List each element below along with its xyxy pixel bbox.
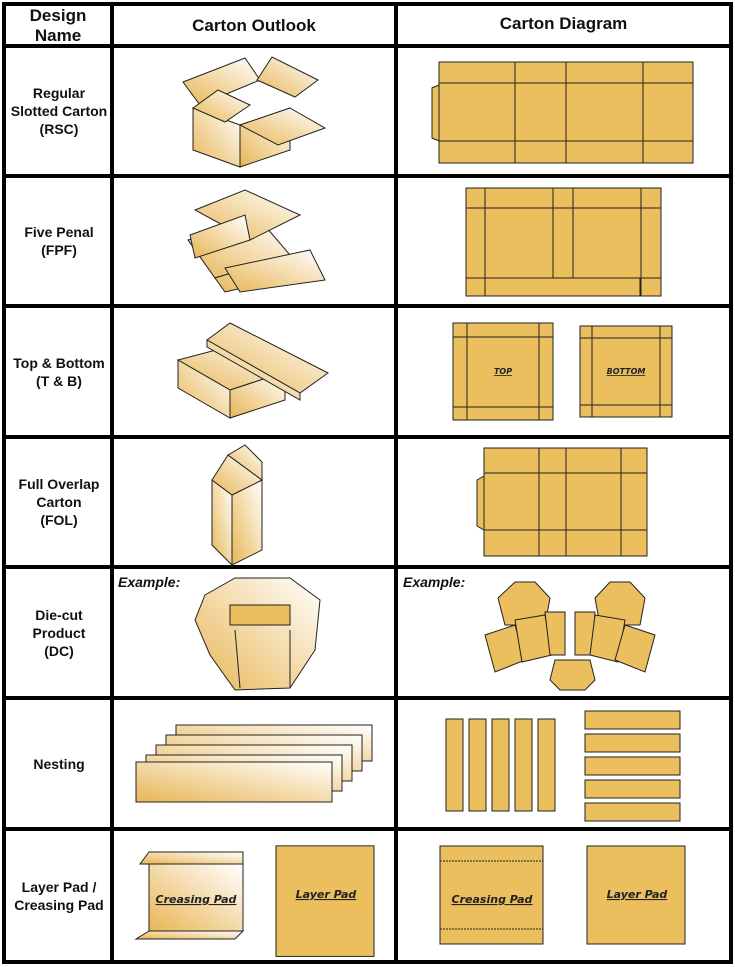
table-border <box>2 2 732 6</box>
row-divider <box>2 435 732 439</box>
name-line: Layer Pad / <box>21 878 97 895</box>
row-divider <box>2 696 732 700</box>
name-line: Product <box>32 624 86 641</box>
fol-outlook <box>211 444 263 567</box>
row-divider <box>2 304 732 308</box>
name-line: Five Penal <box>24 224 94 240</box>
design-name-dc: Die-cut Product (DC) <box>6 569 112 696</box>
rsc-diagram <box>431 61 694 164</box>
creasing-pad-outlook <box>134 851 245 940</box>
fpf-outlook <box>187 189 326 293</box>
row-divider <box>2 174 732 178</box>
design-name-fol: Full Overlap Carton (FOL) <box>6 439 112 565</box>
name-line: Carton <box>36 494 82 510</box>
name-line: Nesting <box>33 755 85 772</box>
creasing-pad-outlook-label: Creasing Pad <box>156 893 237 906</box>
name-line: Die-cut <box>35 606 83 623</box>
design-name-rsc: Regular Slotted Carton (RSC) <box>6 48 112 174</box>
header-line: Name <box>34 26 82 45</box>
tb-outlook <box>176 322 329 419</box>
name-line: (DC) <box>44 642 74 659</box>
table-border <box>729 2 733 964</box>
name-line: Slotted Carton <box>10 103 108 119</box>
name-line: Creasing Pad <box>14 896 104 913</box>
table-border <box>2 2 6 964</box>
creasing-pad-diagram-label: Creasing Pad <box>452 893 533 906</box>
column-divider <box>394 2 398 964</box>
tb-diagram-top <box>452 322 554 421</box>
dc-outlook <box>194 577 321 691</box>
fol-diagram <box>476 447 648 557</box>
tb-diagram-bottom <box>579 325 673 418</box>
name-line: Full Overlap <box>18 476 100 492</box>
row-divider <box>2 827 732 831</box>
layer-pad-outlook-label: Layer Pad <box>296 888 357 901</box>
name-line: Top & Bottom <box>13 354 105 371</box>
nesting-outlook <box>135 724 373 803</box>
design-name-tb: Top & Bottom (T & B) <box>6 308 112 435</box>
dc-diagram <box>484 581 656 691</box>
design-name-pad: Layer Pad / Creasing Pad <box>6 831 112 960</box>
layer-pad-diagram-label: Layer Pad <box>607 888 668 901</box>
fpf-diagram <box>465 187 662 297</box>
table-border <box>2 960 732 964</box>
design-name-fpf: Five Penal (FPF) <box>6 178 112 304</box>
row-divider <box>2 44 732 48</box>
rsc-outlook <box>182 56 327 168</box>
name-line: (T & B) <box>36 372 82 389</box>
row-divider <box>2 565 732 569</box>
nesting-diagram <box>445 710 681 822</box>
name-line: (FPF) <box>41 242 77 258</box>
header-line: Design <box>29 6 87 25</box>
layer-pad-diagram <box>586 845 686 945</box>
name-line: Regular <box>32 85 86 101</box>
header-carton-outlook: Carton Outlook <box>192 16 316 35</box>
bottom-label: BOTTOM <box>607 367 646 376</box>
name-line: (FOL) <box>40 512 78 528</box>
header-design-name: Design Name <box>6 6 110 46</box>
header-carton-diagram: Carton Diagram <box>499 14 628 33</box>
layer-pad-outlook <box>275 845 375 957</box>
diagram-example-caption: Example: <box>403 574 466 590</box>
column-divider <box>110 2 114 964</box>
creasing-pad-diagram <box>439 845 544 945</box>
name-line: (RSC) <box>39 121 79 137</box>
top-label: TOP <box>494 367 512 376</box>
design-name-nesting: Nesting <box>6 700 112 827</box>
outlook-example-caption: Example: <box>118 574 181 590</box>
